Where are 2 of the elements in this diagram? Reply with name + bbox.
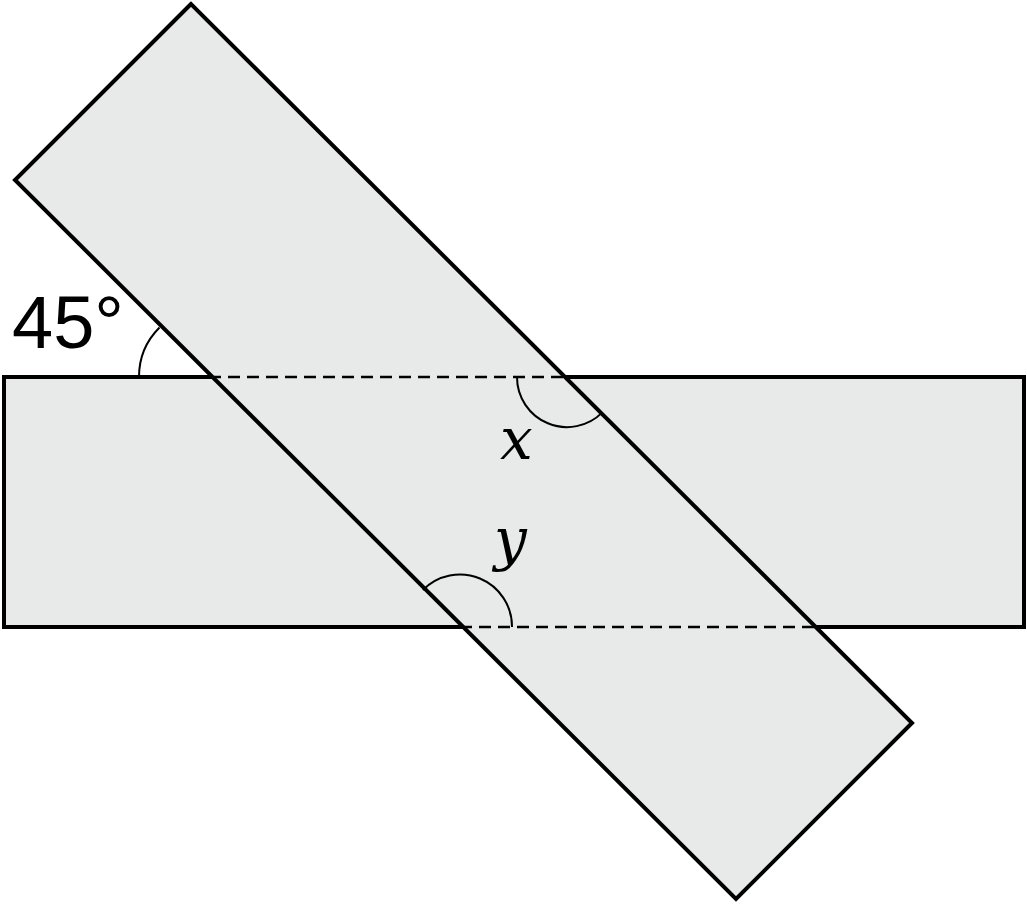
angle-variable: x xyxy=(500,410,533,468)
angle-label: 45° xyxy=(12,286,124,360)
